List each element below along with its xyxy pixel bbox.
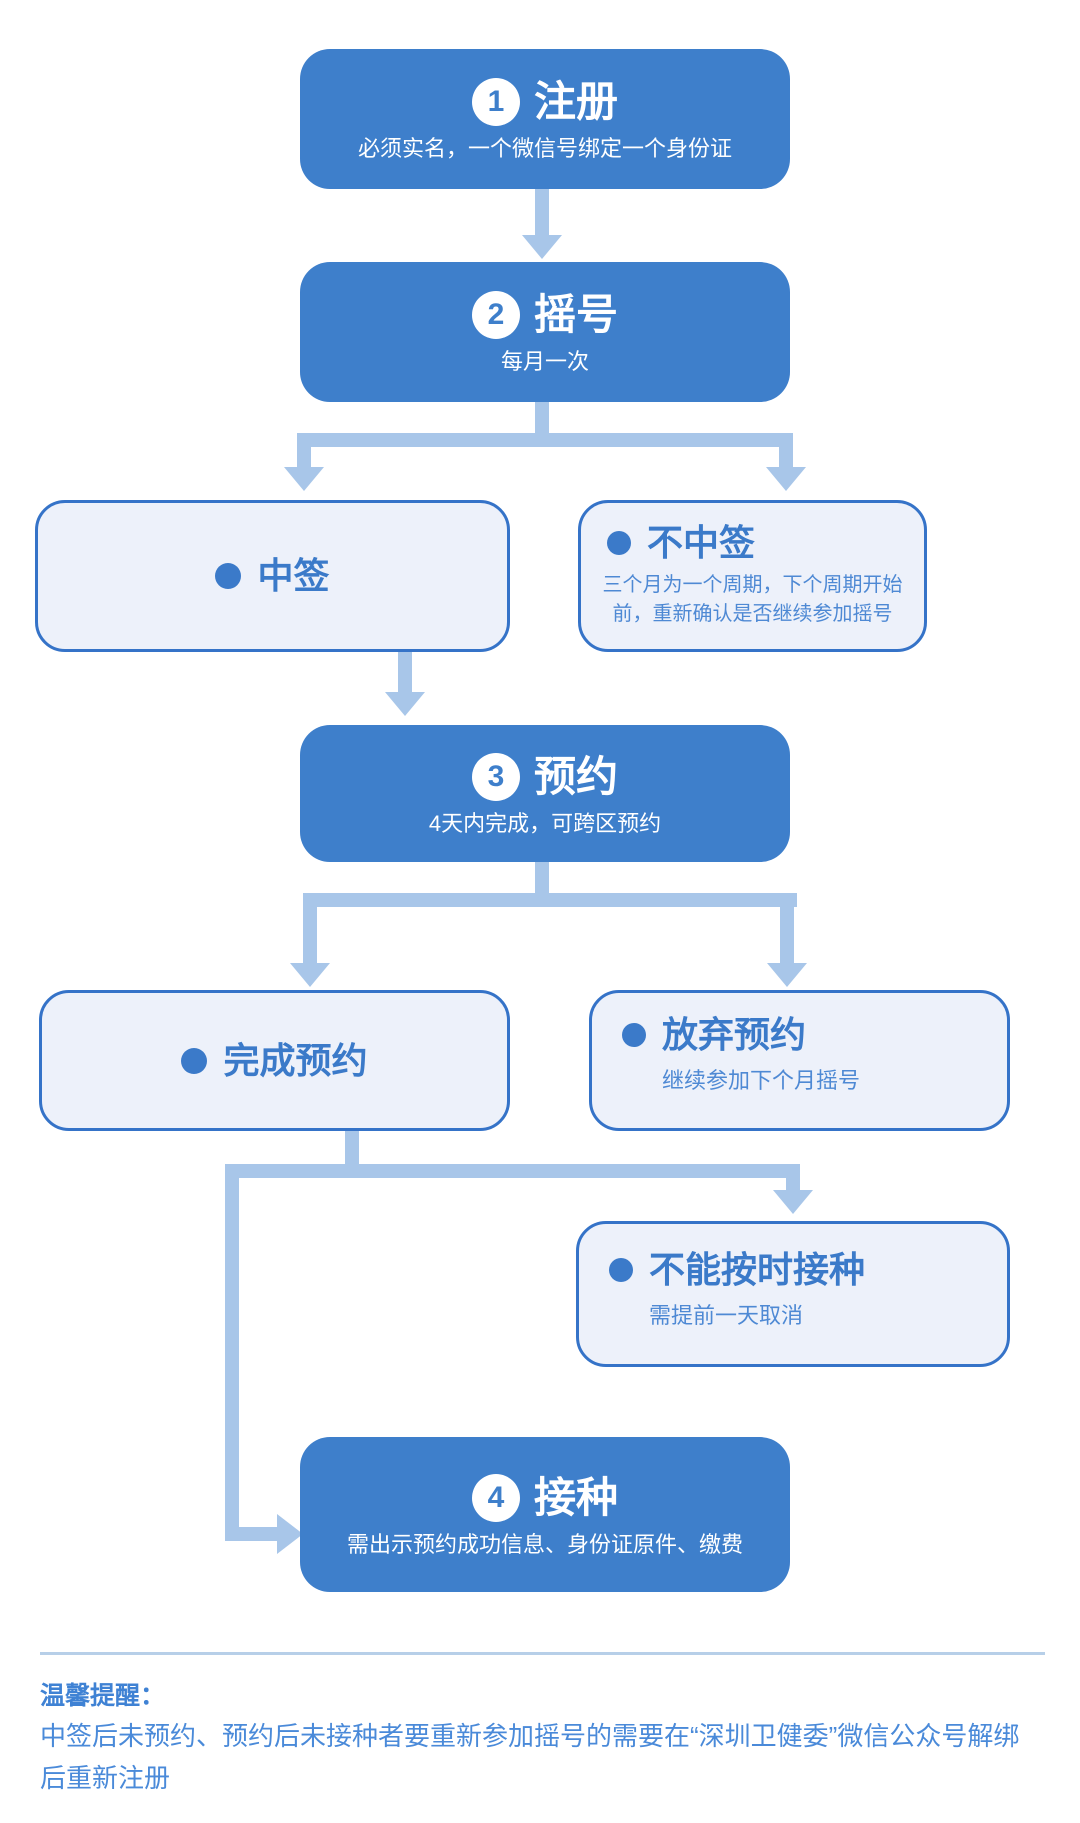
step-register-subtitle: 必须实名，一个微信号绑定一个身份证 <box>357 136 732 161</box>
footer-divider <box>40 1652 1045 1655</box>
line-complete-split-right <box>786 1178 800 1190</box>
step-vaccinate-title: 接种 <box>533 1473 618 1521</box>
line-lottery-split-right <box>779 447 793 467</box>
arrow-down-icon-to-won <box>284 467 324 491</box>
step-number-3-badge: 3 <box>471 752 520 801</box>
outcome-box-abandon-appointment: 放弃预约 继续参加下个月摇号 <box>589 990 1010 1131</box>
step-box-appointment: 3 预约 4天内完成，可跨区预约 <box>300 725 790 862</box>
outcome-abandon-description: 继续参加下个月摇号 <box>662 1067 861 1093</box>
line-lottery-split-left <box>297 447 311 467</box>
arrow-down-icon-register-to-lottery <box>522 235 562 259</box>
footer-body: 中签后未预约、预约后未接种者要重新参加摇号的需要在“深圳卫健委”微信公众号解绑后… <box>40 1721 1020 1793</box>
line-appointment-split-right <box>780 907 794 963</box>
outcome-won-title-row: 中签 <box>215 555 330 597</box>
step-number-2-badge: 2 <box>471 291 520 339</box>
outcome-not-won-description: 三个月为一个周期，下个周期开始前，重新确认是否继续参加摇号 <box>602 573 903 625</box>
line-appointment-split-horizontal <box>303 893 797 907</box>
outcome-not-won-title: 不中签 <box>647 522 756 563</box>
bullet-icon <box>215 563 242 589</box>
step-box-vaccinate: 4 接种 需出示预约成功信息、身份证原件、缴费 <box>300 1437 790 1592</box>
step-vaccinate-subtitle: 需出示预约成功信息、身份证原件、缴费 <box>346 1531 743 1557</box>
line-register-to-lottery <box>535 189 549 235</box>
line-appointment-split-stub <box>535 862 549 893</box>
bullet-icon <box>622 1022 646 1047</box>
outcome-not-won-title-row: 不中签 <box>607 523 924 563</box>
step-number-1-badge: 1 <box>471 78 520 126</box>
outcome-cannot-title-row: 不能按时接种 <box>609 1250 1007 1290</box>
line-complete-to-vaccinate-vertical <box>225 1178 239 1541</box>
step-lottery-subtitle: 每月一次 <box>500 349 589 374</box>
line-appointment-split-left <box>303 907 317 963</box>
arrow-down-icon-won-to-appointment <box>385 692 425 716</box>
step-register-title-row: 1 注册 <box>471 78 618 126</box>
line-won-to-appointment <box>398 652 412 692</box>
arrow-down-icon-to-complete <box>290 963 330 987</box>
line-complete-split-stub <box>345 1131 359 1164</box>
step-register-title: 注册 <box>533 78 618 125</box>
bullet-icon <box>609 1257 633 1282</box>
outcome-cannot-title: 不能按时接种 <box>649 1249 866 1290</box>
line-complete-to-vaccinate-elbow <box>225 1527 277 1541</box>
line-complete-split-horizontal <box>225 1164 800 1178</box>
step-appointment-subtitle: 4天内完成，可跨区预约 <box>428 810 662 836</box>
arrow-down-icon-to-abandon <box>767 963 807 987</box>
arrow-right-icon-to-vaccinate <box>277 1514 303 1554</box>
step-lottery-title-row: 2 摇号 <box>471 291 618 339</box>
line-lottery-split-stub <box>535 402 549 433</box>
footer-heading: 温馨提醒： <box>40 1682 166 1710</box>
arrow-down-icon-to-cannot-on-time <box>773 1190 813 1214</box>
outcome-box-complete-appointment: 完成预约 <box>39 990 510 1131</box>
step-vaccinate-title-row: 4 接种 <box>471 1473 618 1522</box>
outcome-box-cannot-vaccinate-on-time: 不能按时接种 需提前一天取消 <box>576 1221 1010 1367</box>
step-box-register: 1 注册 必须实名，一个微信号绑定一个身份证 <box>300 49 790 189</box>
arrow-down-icon-to-not-won <box>766 467 806 491</box>
outcome-cannot-description: 需提前一天取消 <box>649 1302 804 1328</box>
step-appointment-title-row: 3 预约 <box>471 752 618 801</box>
outcome-complete-title-row: 完成预约 <box>181 1039 368 1081</box>
line-lottery-split-horizontal <box>297 433 793 447</box>
outcome-complete-title: 完成预约 <box>223 1039 368 1081</box>
outcome-box-won: 中签 <box>35 500 510 652</box>
bullet-icon <box>181 1047 208 1074</box>
outcome-box-not-won: 不中签 三个月为一个周期，下个周期开始前，重新确认是否继续参加摇号 <box>578 500 927 652</box>
step-lottery-title: 摇号 <box>533 291 618 338</box>
outcome-abandon-title: 放弃预约 <box>662 1014 807 1055</box>
step-number-4-badge: 4 <box>471 1473 520 1522</box>
step-box-lottery: 2 摇号 每月一次 <box>300 262 790 402</box>
outcome-abandon-title-row: 放弃预约 <box>622 1015 1007 1055</box>
step-appointment-title: 预约 <box>533 752 618 800</box>
bullet-icon <box>607 530 631 555</box>
outcome-won-title: 中签 <box>257 555 330 597</box>
